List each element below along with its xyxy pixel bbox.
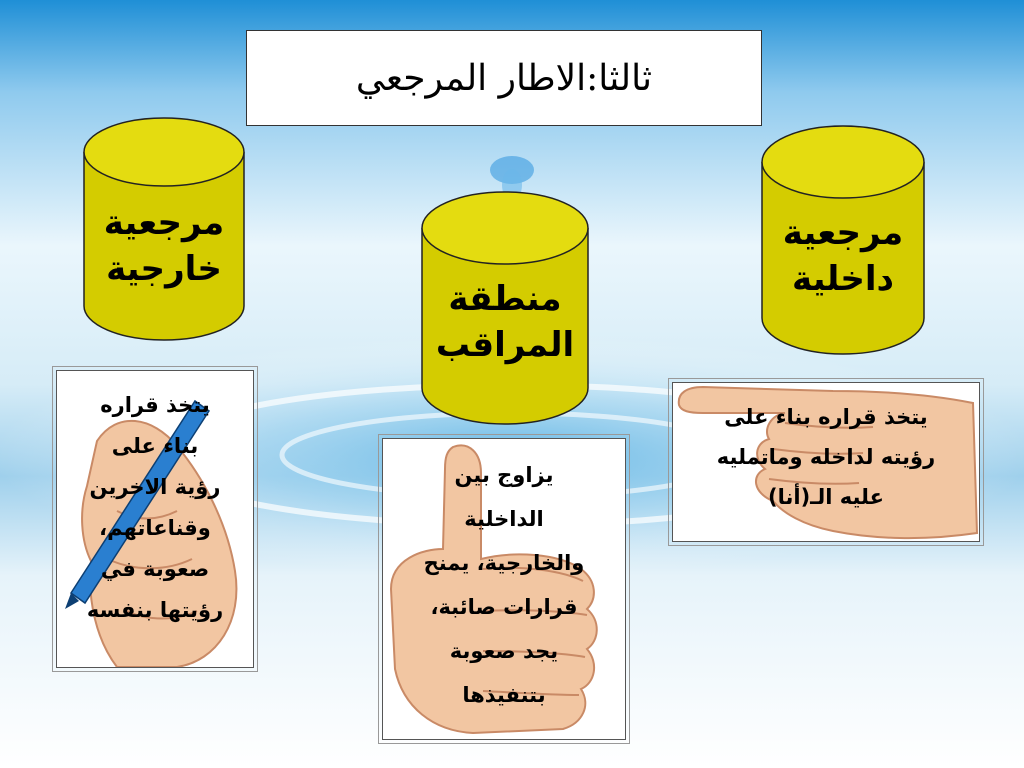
pointing-hand-icon [677, 385, 979, 540]
cylinder-observer-zone: منطقة المراقب [420, 188, 590, 428]
hand-with-pen-icon [65, 399, 238, 667]
card-text: يتخذ قراره بناء على رؤية الاخرين وقناعات… [86, 393, 224, 622]
cylinder-shape [83, 117, 245, 341]
cylinder-label: مرجعية خارجية [103, 203, 225, 289]
cylinder-external-reference: مرجعية خارجية [82, 114, 246, 344]
card-text: يتخذ قراره بناء على رؤيته لداخله وماتملي… [716, 405, 936, 509]
card-text: يزاوج بين الداخلية والخارجية، يمنح قرارا… [423, 463, 585, 707]
card-observer-zone: يزاوج بين الداخلية والخارجية، يمنح قرارا… [378, 434, 630, 744]
cylinder-shape [761, 125, 925, 355]
cylinder-shape [421, 191, 589, 425]
cylinder-label: مرجعية داخلية [782, 213, 904, 299]
card-external-reference: يتخذ قراره بناء على رؤية الاخرين وقناعات… [52, 366, 258, 672]
cylinder-label: منطقة المراقب [435, 279, 575, 365]
slide-title: ثالثا:الاطار المرجعي [246, 30, 762, 126]
card-internal-reference: يتخذ قراره بناء على رؤيته لداخله وماتملي… [668, 378, 984, 546]
cylinder-internal-reference: مرجعية داخلية [760, 122, 926, 358]
thumbs-up-hand-icon [389, 444, 598, 735]
